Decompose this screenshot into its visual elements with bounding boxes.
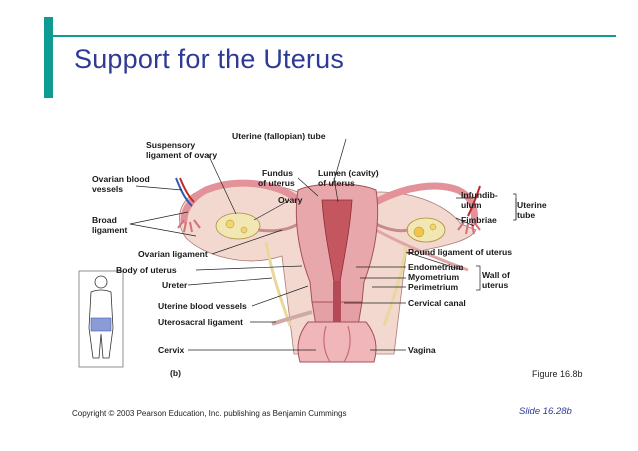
uterine-tube-left — [180, 179, 302, 224]
label-uterine-tube-line2: tube — [517, 210, 535, 220]
label-perimetrium: Perimetrium — [408, 282, 459, 292]
label-myometrium: Myometrium — [408, 272, 459, 282]
label-brackets — [476, 193, 517, 291]
label-suspensory-ligament-line2: ligament of ovary — [146, 150, 217, 160]
label-uterosacral-ligament: Uterosacral ligament — [158, 317, 243, 327]
label-fimbriae: Fimbriae — [461, 215, 497, 225]
copyright-notice: Copyright © 2003 Pearson Education, Inc.… — [72, 409, 347, 418]
label-ovary: Ovary — [278, 195, 303, 205]
ovarian-ligament-left — [257, 222, 299, 233]
vagina — [297, 321, 377, 363]
title-rule — [44, 35, 616, 37]
label-uterine-tube: Uterine — [517, 200, 547, 210]
label-wall-of-uterus-line2: uterus — [482, 280, 508, 290]
label-ovarian-blood-vessels-line2: vessels — [92, 184, 123, 194]
body-silhouette-icon — [78, 270, 124, 368]
label-vagina: Vagina — [408, 345, 436, 355]
leader-lines — [129, 138, 517, 351]
label-lumen: Lumen (cavity) — [318, 168, 379, 178]
label-body-of-uterus: Body of uterus — [116, 265, 177, 275]
title-accent-bar — [44, 17, 53, 98]
label-lumen-line2: of uterus — [318, 178, 355, 188]
slide-number: Slide 16.28b — [519, 406, 572, 417]
label-cervical-canal: Cervical canal — [408, 298, 466, 308]
label-broad-ligament: Broad — [92, 215, 117, 225]
label-ovarian-ligament: Ovarian ligament — [138, 249, 208, 259]
label-ovarian-blood-vessels: Ovarian blood — [92, 174, 150, 184]
label-infundibulum: Infundib- — [461, 190, 498, 200]
label-uterine-fallopian-tube: Uterine (fallopian) tube — [232, 131, 326, 141]
ovarian-ligament-right — [375, 222, 409, 233]
label-broad-ligament-line2: ligament — [92, 225, 127, 235]
label-uterine-blood-vessels: Uterine blood vessels — [158, 301, 247, 311]
label-wall-of-uterus: Wall of — [482, 270, 510, 280]
cervical-canal — [333, 282, 341, 326]
label-fundus-line2: of uterus — [258, 178, 295, 188]
ovary-left — [215, 212, 261, 240]
uterus-anatomy-figure: Uterine (fallopian) tube Suspensory liga… — [78, 131, 547, 378]
figure-caption: Figure 16.8b — [532, 369, 583, 379]
ureter-right — [382, 245, 408, 327]
label-endometrium: Endometrium — [408, 262, 464, 272]
ovary-right — [406, 217, 446, 243]
slide-title: Support for the Uterus — [74, 44, 345, 74]
label-ureter: Ureter — [162, 280, 188, 290]
figure-panel-label: (b) — [170, 368, 181, 378]
label-suspensory-ligament: Suspensory — [146, 140, 195, 150]
ovarian-vein-left — [175, 177, 193, 207]
uterosacral-ligament — [271, 310, 313, 326]
ovarian-blood-vessels-right — [467, 185, 481, 217]
fimbriae-right — [457, 221, 481, 235]
round-ligament-right — [375, 228, 469, 272]
label-cervix: Cervix — [158, 345, 184, 355]
follicle — [240, 226, 248, 234]
ovarian-blood-vessels-left — [179, 177, 195, 203]
vaginal-rugae — [323, 325, 351, 363]
follicle — [429, 223, 437, 231]
follicle — [225, 219, 235, 229]
label-fundus: Fundus — [262, 168, 293, 178]
label-round-ligament: Round ligament of uterus — [408, 247, 512, 257]
label-infundibulum-line2: ulum — [461, 200, 482, 210]
figure-labels: Uterine (fallopian) tube Suspensory liga… — [92, 131, 547, 378]
follicle — [413, 226, 425, 238]
fimbriae-left — [177, 219, 201, 233]
uterine-tube-right — [372, 182, 478, 226]
